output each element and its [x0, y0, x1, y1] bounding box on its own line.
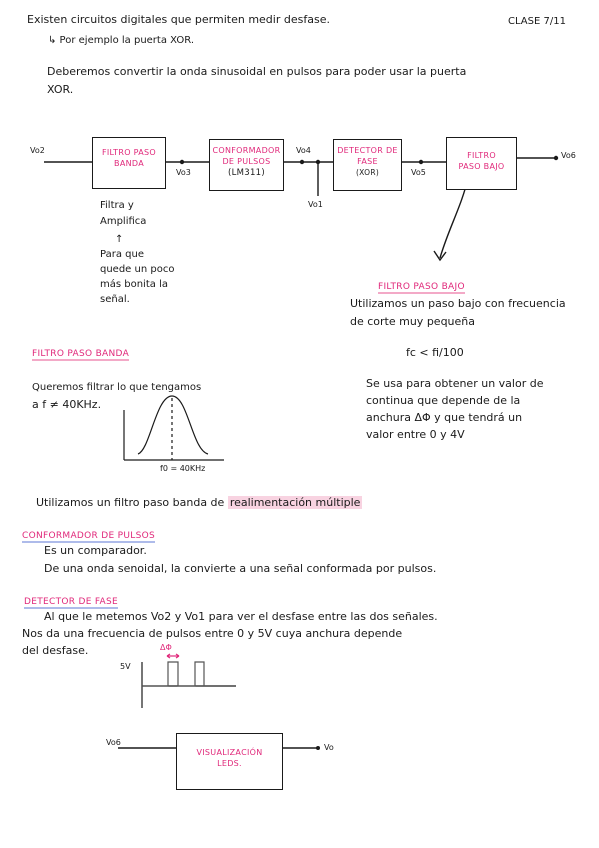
block3-line2: FASE	[357, 156, 378, 166]
label-vo2: Vo2	[30, 146, 45, 155]
conformador-line-2: De una onda senoidal, la convierte a una…	[44, 562, 437, 575]
paso-bajo-p1: Se usa para obtener un valor de	[366, 377, 544, 390]
detector-line-2: Nos da una frecuencia de pulsos entre 0 …	[22, 627, 403, 640]
label-vo1: Vo1	[308, 200, 323, 209]
block3-sub: (XOR)	[355, 167, 380, 177]
paso-bajo-formula: fc < fi/100	[406, 346, 464, 359]
paso-bajo-line-1: Utilizamos un paso bajo con frecuencia	[350, 297, 566, 310]
heading-conformador-text: CONFORMADOR DE PULSOS	[22, 531, 155, 543]
intro-line-1: Deberemos convertir la onda sinusoidal e…	[47, 65, 467, 78]
arrow-paso-bajo	[439, 177, 469, 259]
block1-line2: BANDA	[114, 158, 144, 168]
note-filtra-6: señal.	[100, 294, 130, 305]
paso-bajo-line-2: de corte muy pequeña	[350, 315, 476, 328]
block-filtro-paso-banda: FILTRO PASO BANDA	[92, 137, 166, 189]
note-filtra-2: Amplifica	[100, 216, 147, 227]
note-filtra-5: más bonita la	[100, 279, 168, 290]
note-arrow: ↑	[115, 234, 124, 245]
note-filtra-3: Para que	[100, 249, 144, 260]
realimentacion-highlight: realimentación múltiple	[227, 496, 363, 509]
intro-line-2: XOR.	[47, 83, 74, 96]
heading-detector: DETECTOR DE FASE	[24, 597, 118, 609]
paso-bajo-p3: anchura ΔΦ y que tendrá un	[366, 411, 523, 424]
vis-line2: LEDS.	[217, 758, 242, 768]
block4-line1: FILTRO	[467, 151, 496, 160]
block1-line1: FILTRO PASO	[101, 148, 157, 157]
heading-paso-banda: FILTRO PASO BANDA	[32, 349, 130, 361]
vis-line1: VISUALIZACIÓN	[196, 748, 263, 757]
label-f0: f0 = 40KHz	[160, 464, 206, 473]
detector-line-1: Al que le metemos Vo2 y Vo1 para ver el …	[44, 610, 438, 623]
block-conformador: CONFORMADOR DE PULSOS (LM311)	[209, 139, 284, 191]
detector-line-3: del desfase.	[22, 644, 89, 657]
label-vo4: Vo4	[296, 146, 311, 155]
block-filtro-paso-bajo: FILTRO PASO BAJO	[446, 137, 517, 190]
block2-line2: DE PULSOS	[222, 156, 271, 166]
paso-banda-line-2: a f ≠ 40KHz.	[32, 398, 102, 411]
heading-detector-text: DETECTOR DE FASE	[24, 597, 118, 609]
label-vo6: Vo6	[561, 151, 576, 160]
label-vo3: Vo3	[176, 168, 191, 177]
paso-bajo-p4: valor entre 0 y 4V	[366, 428, 465, 441]
label-5v: 5V	[120, 662, 131, 671]
block3-line1: DETECTOR DE	[337, 146, 398, 155]
note-filtra-4: quede un poco	[100, 264, 175, 275]
paso-banda-utilizamos: Utilizamos un filtro paso banda de reali…	[36, 496, 363, 510]
label-vis-vout: Vo	[324, 743, 334, 752]
pulse-plot	[141, 653, 236, 708]
header-line-1: Existen circuitos digitales que permiten…	[27, 13, 330, 26]
heading-conformador: CONFORMADOR DE PULSOS	[22, 531, 155, 543]
block2-line1: CONFORMADOR	[212, 146, 281, 155]
conformador-line-1: Es un comparador.	[44, 544, 147, 557]
heading-paso-bajo-text: FILTRO PASO BAJO	[378, 282, 465, 294]
label-delta-phi: ΔΦ	[160, 643, 172, 652]
block-visualizacion: VISUALIZACIÓN LEDS.	[176, 733, 283, 790]
label-vo5: Vo5	[411, 168, 426, 177]
bandpass-plot	[123, 395, 224, 461]
block-detector-fase: DETECTOR DE FASE (XOR)	[333, 139, 402, 191]
utilizamos-text: Utilizamos un filtro paso banda de	[36, 496, 225, 509]
header-line-2: ↳ Por ejemplo la puerta XOR.	[48, 35, 195, 46]
heading-paso-banda-text: FILTRO PASO BANDA	[32, 349, 130, 361]
note-filtra-1: Filtra y	[100, 200, 134, 211]
label-vis-vin: Vo6	[106, 738, 121, 747]
paso-bajo-p2: continua que depende de la	[366, 394, 521, 407]
heading-paso-bajo: FILTRO PASO BAJO	[378, 282, 465, 294]
block4-line2: PASO BAJO	[458, 161, 505, 171]
clase-label: CLASE 7/11	[508, 16, 566, 27]
block2-ic: (LM311)	[227, 167, 266, 178]
paso-banda-line-1: Queremos filtrar lo que tengamos	[32, 382, 202, 393]
